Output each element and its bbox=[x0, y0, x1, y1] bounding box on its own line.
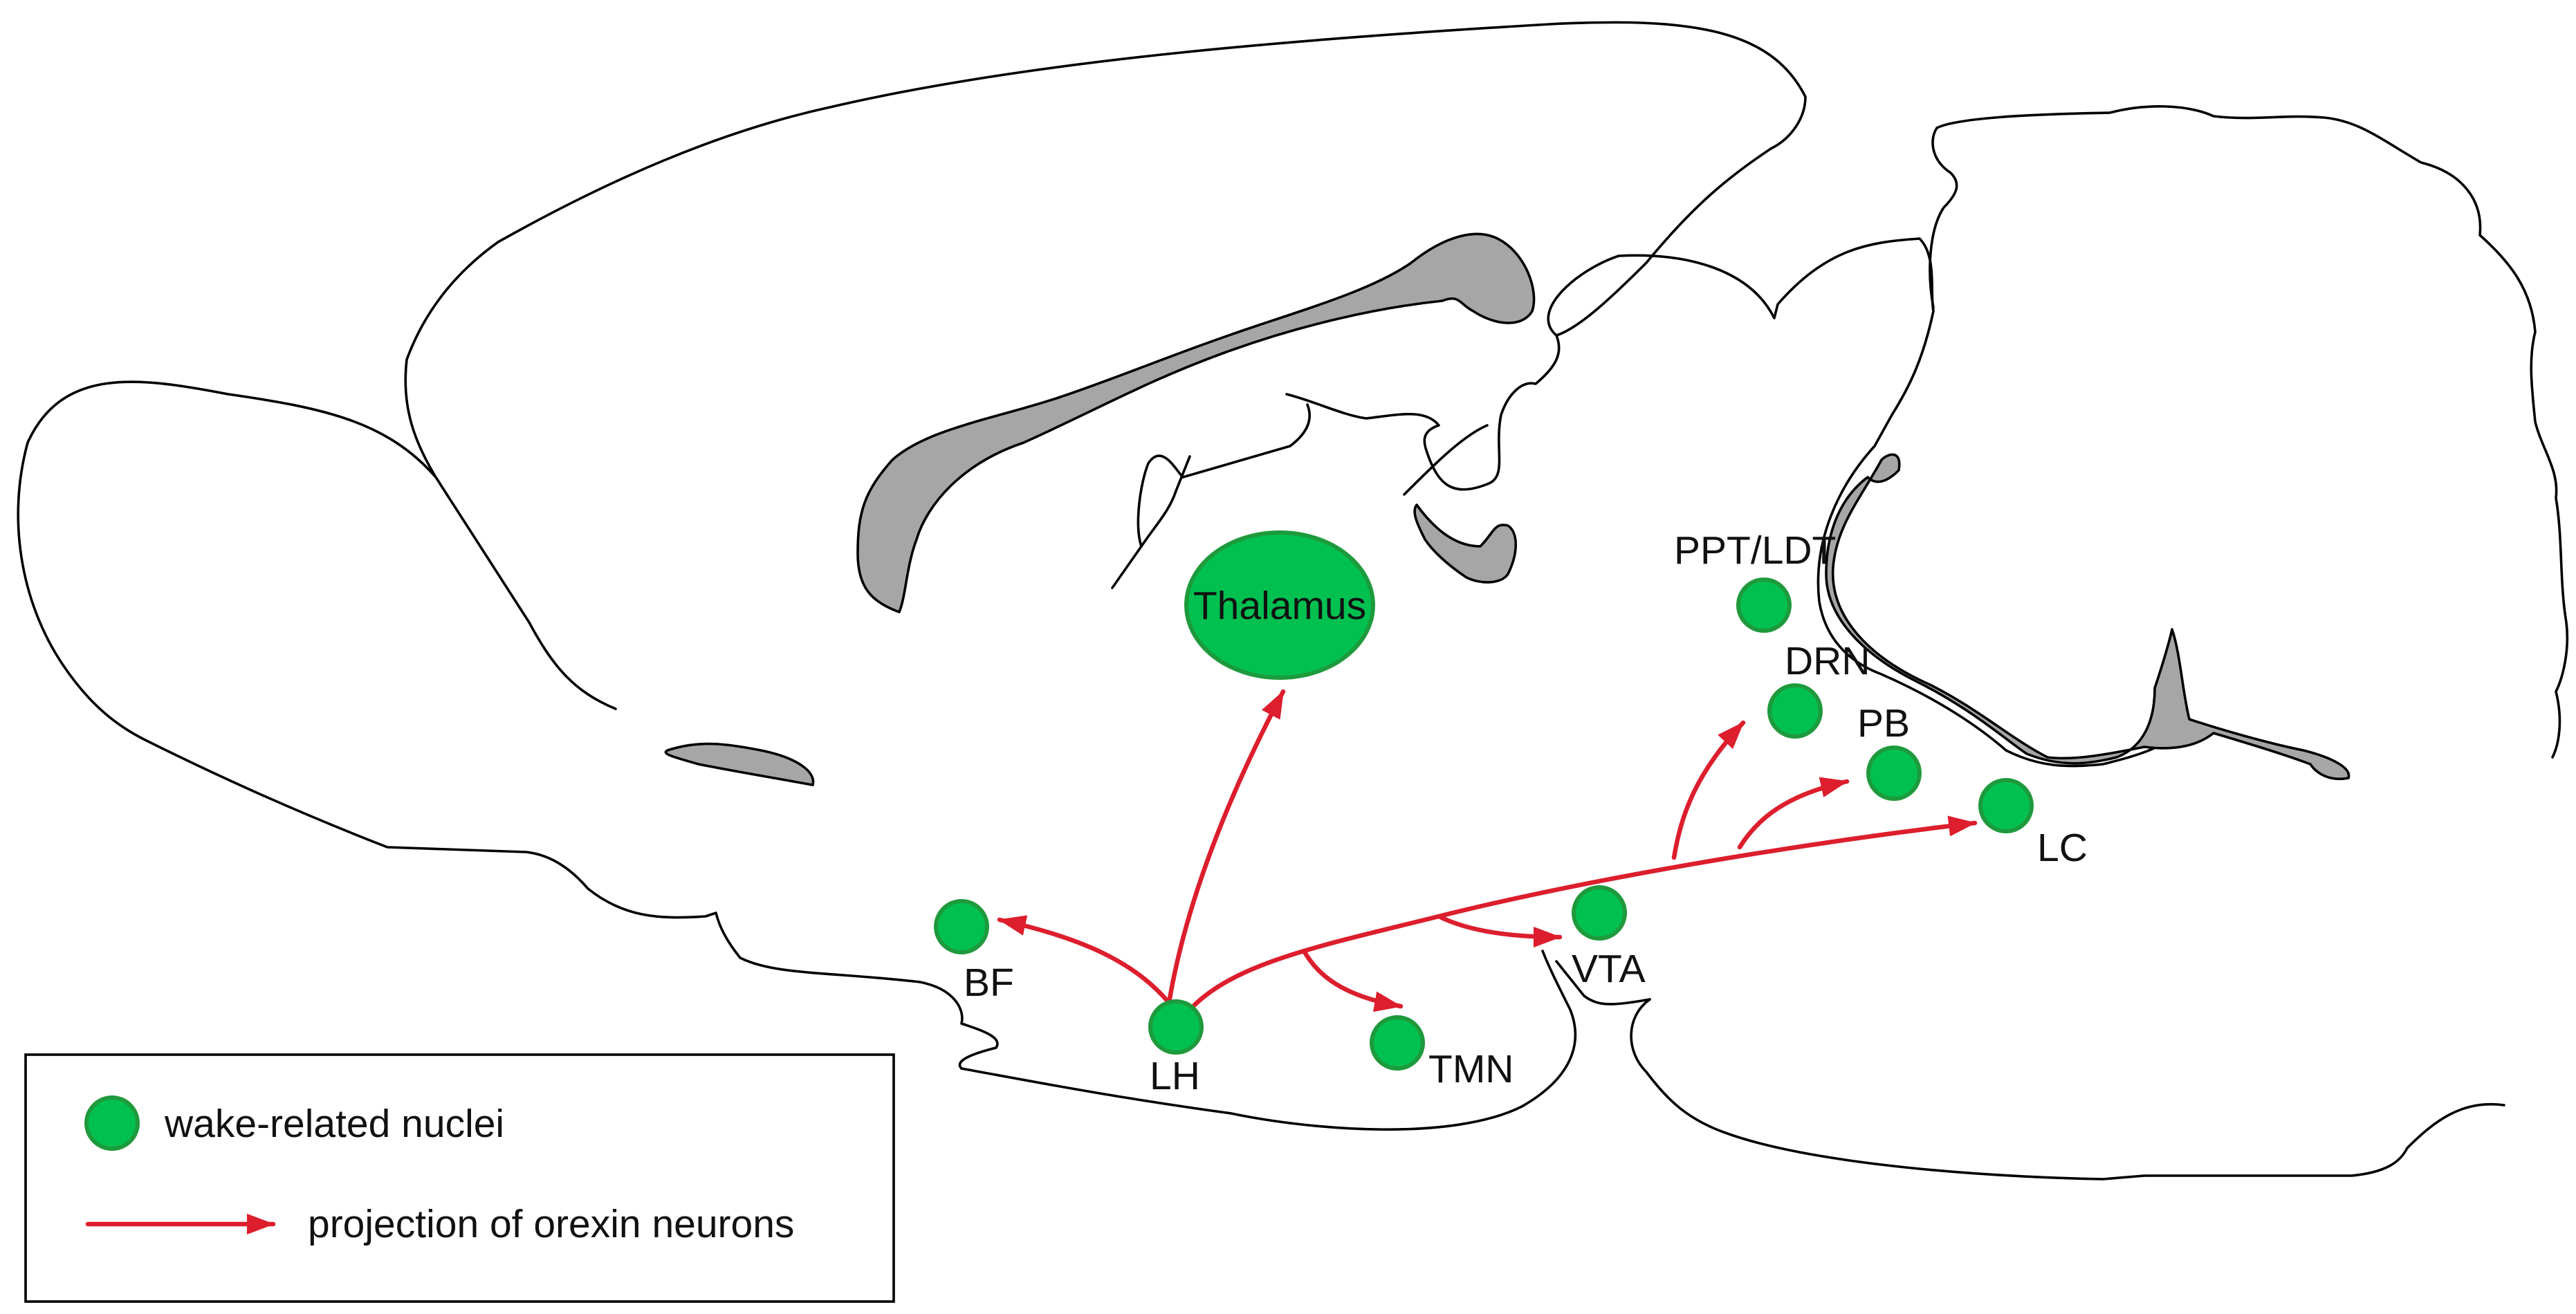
projection-main-trunk bbox=[1190, 815, 1978, 1009]
label-thalamus: Thalamus bbox=[1193, 584, 1366, 628]
legend-box bbox=[24, 1053, 895, 1303]
label-lc: LC bbox=[2037, 826, 2088, 870]
nucleus-drn bbox=[1767, 683, 1823, 739]
projection-to-thalamus bbox=[1166, 689, 1286, 1006]
legend-nuclei-label: wake-related nuclei bbox=[164, 1102, 504, 1146]
nucleus-vta bbox=[1572, 885, 1627, 941]
fourth-ventricle bbox=[1825, 453, 2350, 781]
nucleus-labels: Thalamus PPT/LDT DRN PB LC VTA BF LH TMN bbox=[964, 528, 2088, 1098]
nucleus-lh bbox=[1148, 999, 1204, 1055]
label-lh: LH bbox=[1150, 1054, 1200, 1098]
projection-to-tmn bbox=[1301, 948, 1404, 1012]
projection-to-drn bbox=[1671, 720, 1746, 860]
projection-to-pb bbox=[1737, 777, 1850, 850]
nucleus-lc bbox=[1978, 778, 2034, 833]
projection-to-vta bbox=[1436, 914, 1563, 947]
nucleus-pb bbox=[1866, 746, 1922, 801]
label-drn: DRN bbox=[1785, 639, 1870, 683]
projection-to-bf bbox=[997, 915, 1172, 1006]
brain-outline bbox=[17, 21, 2569, 1181]
wake-related-nuclei bbox=[934, 530, 2034, 1071]
legend: wake-related nuclei projection of orexin… bbox=[24, 1053, 895, 1303]
nucleus-tmn bbox=[1370, 1015, 1425, 1071]
third-ventricle bbox=[1413, 503, 1518, 584]
label-bf: BF bbox=[964, 961, 1014, 1005]
nucleus-ppt-ldt bbox=[1736, 577, 1792, 633]
nucleus-bf bbox=[934, 899, 989, 954]
legend-projection-label: projection of orexin neurons bbox=[308, 1202, 794, 1246]
orexin-projections bbox=[997, 689, 1978, 1012]
nucleus-thalamus bbox=[1184, 530, 1375, 680]
label-tmn: TMN bbox=[1428, 1047, 1514, 1091]
anterior-commissure bbox=[664, 742, 815, 786]
label-ppt-ldt: PPT/LDT bbox=[1674, 528, 1836, 573]
lateral-ventricle bbox=[856, 232, 1536, 613]
legend-nucleus-swatch bbox=[84, 1095, 140, 1151]
label-pb: PB bbox=[1857, 701, 1910, 746]
label-vta: VTA bbox=[1572, 947, 1646, 991]
